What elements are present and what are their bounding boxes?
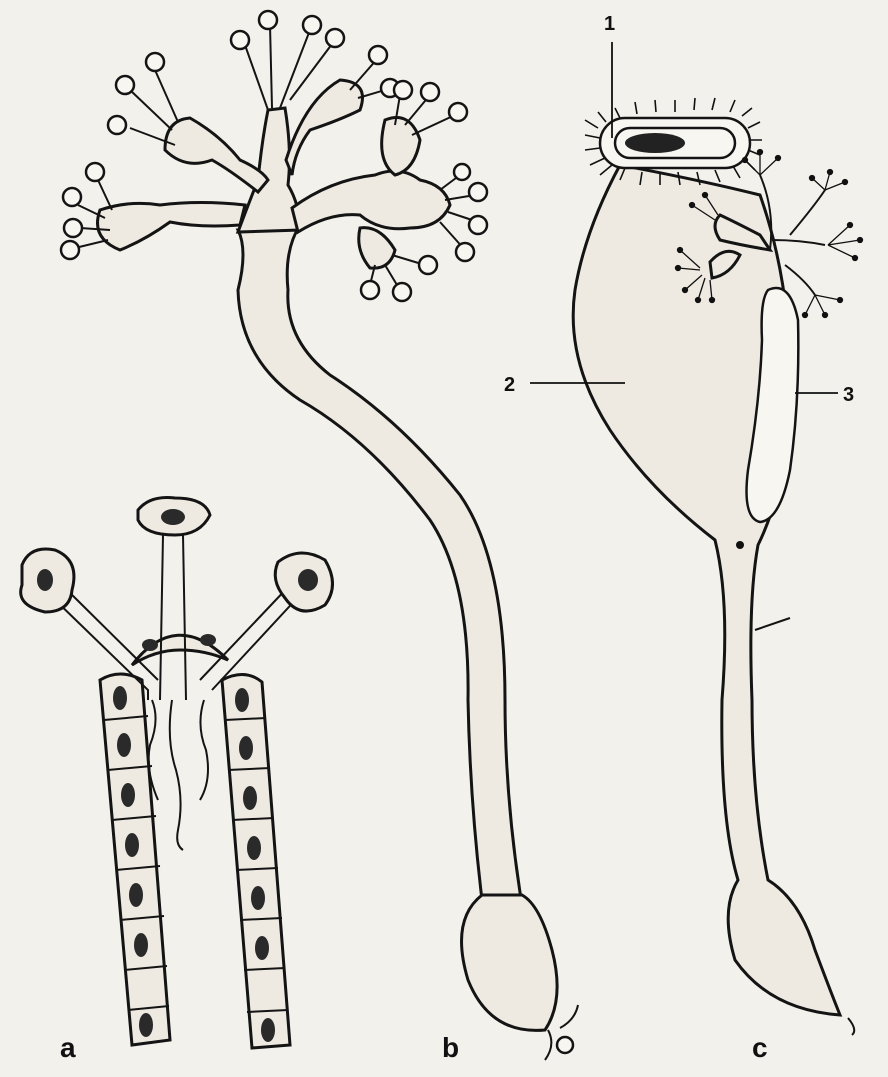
body-c — [573, 165, 840, 1015]
panel-a-drawing — [21, 498, 333, 1049]
bulb-b — [462, 895, 558, 1030]
callout-3-label: 3 — [843, 384, 854, 406]
panel-label-c: c — [752, 1032, 768, 1063]
callout-2-label: 2 — [504, 374, 515, 396]
right-epithelium — [222, 674, 290, 1048]
panel-c-drawing — [573, 98, 862, 1035]
left-epithelium — [100, 674, 170, 1045]
panel-label-b: b — [442, 1032, 459, 1063]
left-arm-b — [98, 203, 246, 251]
right-arm-b — [292, 171, 450, 232]
panel-label-a: a — [60, 1032, 76, 1063]
stalk-heads — [21, 498, 333, 613]
callout-1-label: 1 — [604, 13, 615, 35]
upper-left-arm-b — [165, 118, 268, 192]
dome-cell — [132, 634, 228, 665]
upper-right-arm-b — [286, 80, 363, 175]
